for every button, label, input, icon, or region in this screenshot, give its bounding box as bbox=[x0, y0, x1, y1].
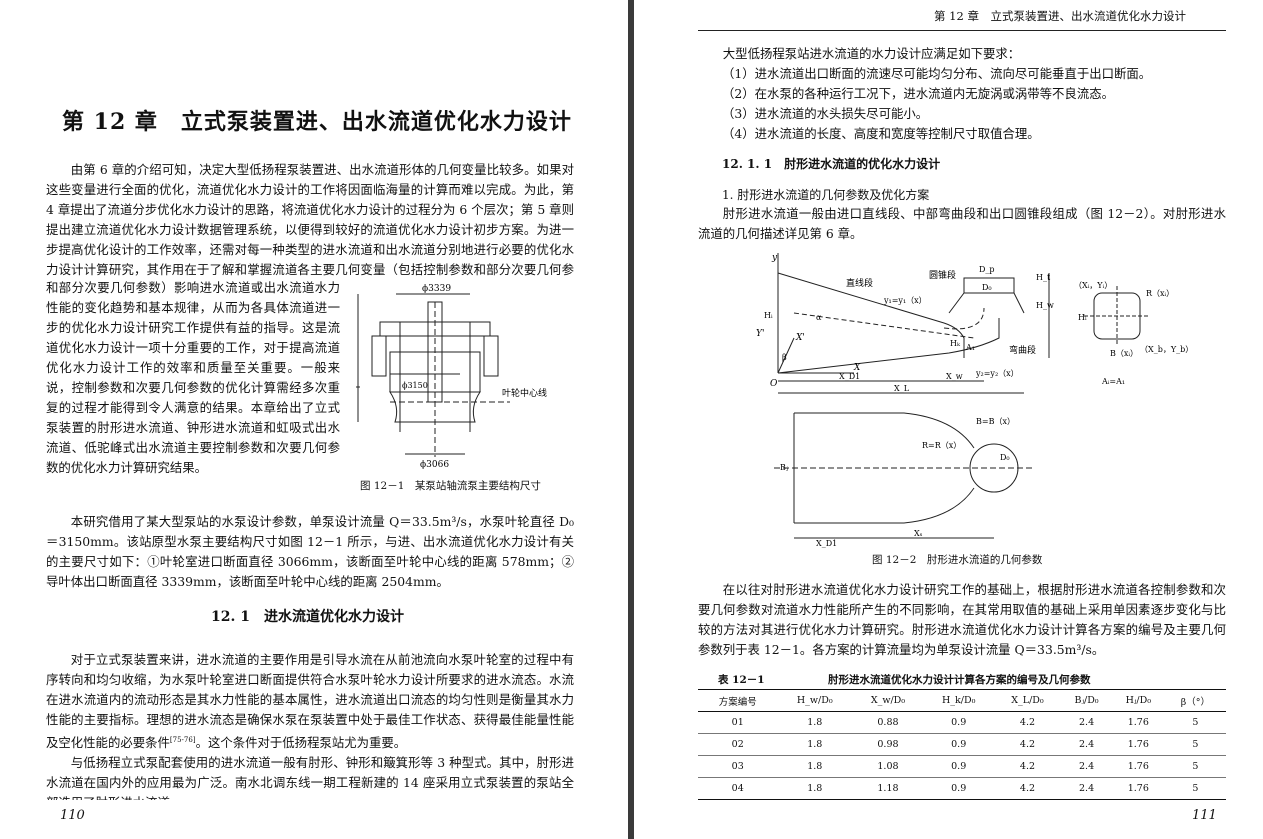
page-number-right: 111 bbox=[1192, 808, 1217, 823]
figure-12-2-elbow-inlet-drawing: y X Y' X' O 直线段 圆锥段 弯曲段 y₁=y₁（x） y₂=y₂（x… bbox=[756, 253, 1193, 548]
requirements-block: 大型低扬程泵站进水流道的水力设计应满足如下要求： （1）进水流道出口断面的流速尽… bbox=[698, 44, 1226, 144]
requirements-intro: 大型低扬程泵站进水流道的水力设计应满足如下要求： bbox=[722, 46, 1021, 61]
pump-paragraph: 本研究借用了某大型泵站的水泵设计参数，单泵设计流量 Q＝33.5m³/s，水泵叶… bbox=[46, 514, 574, 589]
svg-text:Hₖ: Hₖ bbox=[950, 339, 961, 348]
requirement-4: （4）进水流道的长度、高度和宽度等控制尺寸取值合理。 bbox=[722, 126, 1040, 141]
svg-text:y: y bbox=[771, 253, 778, 263]
analysis-paragraph: 在以往对肘形进水流道优化水力设计研究工作的基础上，根据肘形进水流道各控制参数和次… bbox=[698, 582, 1226, 657]
intro-wrap-block: 和部分次要几何参数）影响进水流道或出水流道水力性能的变化趋势和基本规律，从而为各… bbox=[46, 278, 340, 512]
col-header: H_k/D₀ bbox=[923, 689, 994, 712]
pump-paragraph-block: 本研究借用了某大型泵站的水泵设计参数，单泵设计流量 Q＝33.5m³/s，水泵叶… bbox=[46, 512, 574, 592]
svg-text:弯曲段: 弯曲段 bbox=[1009, 344, 1036, 356]
table-title: 肘形进水流道优化水力设计计算各方案的编号及几何参数 bbox=[828, 674, 1091, 686]
svg-text:B=B（x）: B=B（x） bbox=[976, 417, 1015, 426]
intro-paragraph: 由第 6 章的介绍可知，决定大型低扬程泵装置进、出水流道形体的几何变量比较多。如… bbox=[46, 162, 574, 277]
svg-text:Bⱼ: Bⱼ bbox=[780, 463, 788, 472]
svg-text:y₂=y₂（x）: y₂=y₂（x） bbox=[975, 369, 1019, 378]
svg-text:H_t: H_t bbox=[1036, 273, 1051, 282]
table-label: 表 12－1 bbox=[718, 674, 765, 686]
svg-text:D_p: D_p bbox=[979, 265, 995, 274]
table-row: 04 1.8 1.18 0.9 4.2 2.4 1.76 5 bbox=[698, 777, 1226, 800]
section-para-1: 对于立式泵装置来讲，进水流道的主要作用是引导水流在从前池流向水泵叶轮室的过程中有… bbox=[46, 652, 574, 751]
col-header: X_w/D₀ bbox=[852, 689, 924, 712]
plan-bottom-contour bbox=[794, 487, 975, 524]
svg-text:y₁=y₁（x）: y₁=y₁（x） bbox=[883, 296, 927, 305]
svg-text:α: α bbox=[816, 313, 822, 322]
intro-paragraph-continued: 和部分次要几何参数）影响进水流道或出水流道水力性能的变化趋势和基本规律，从而为各… bbox=[46, 280, 340, 475]
fig1-centerline-label: 叶轮中心线 bbox=[502, 387, 547, 399]
inlet-bottom-contour bbox=[777, 318, 1000, 374]
intro-top-block: 由第 6 章的介绍可知，决定大型低扬程泵装置进、出水流道形体的几何变量比较多。如… bbox=[46, 160, 574, 278]
svg-text:圆锥段: 圆锥段 bbox=[929, 269, 956, 281]
sub-paragraph: 肘形进水流道一般由进口直线段、中部弯曲段和出口圆锥段组成（图 12－2）。对肘形… bbox=[698, 206, 1226, 241]
svg-text:Hᵢ: Hᵢ bbox=[1078, 313, 1087, 322]
table-12-1: 方案编号 H_w/D₀ X_w/D₀ H_k/D₀ X_L/D₀ Bⱼ/D₀ H… bbox=[698, 689, 1226, 800]
section-body: 对于立式泵装置来讲，进水流道的主要作用是引导水流在从前池流向水泵叶轮室的过程中有… bbox=[46, 650, 574, 800]
col-header: β（°） bbox=[1164, 689, 1226, 712]
running-head: 第 12 章 立式泵装置进、出水流道优化水力设计 bbox=[934, 9, 1186, 23]
fig2-caption: 图 12－2 肘形进水流道的几何参数 bbox=[872, 554, 1043, 566]
fig1-top-dim: ϕ3339 bbox=[422, 284, 451, 294]
col-header: 方案编号 bbox=[698, 689, 778, 712]
svg-text:X_D1: X_D1 bbox=[839, 372, 860, 381]
svg-text:H_w: H_w bbox=[1036, 301, 1054, 310]
col-header: X_L/D₀ bbox=[993, 689, 1062, 712]
svg-text:Xₛ: Xₛ bbox=[914, 529, 923, 538]
chapter-title: 第 12 章 立式泵装置进、出水流道优化水力设计 bbox=[62, 109, 572, 135]
svg-text:Hᵢ: Hᵢ bbox=[764, 311, 773, 320]
fig1-caption: 图 12－1 某泵站轴流泵主要结构尺寸 bbox=[360, 480, 541, 492]
svg-text:D₀: D₀ bbox=[982, 283, 992, 292]
table-row: 02 1.8 0.98 0.9 4.2 2.4 1.76 5 bbox=[698, 733, 1226, 756]
requirement-3: （3）进水流道的水头损失尽可能小。 bbox=[722, 106, 929, 121]
book-gutter bbox=[628, 0, 634, 839]
svg-text:X_w: X_w bbox=[946, 372, 963, 381]
svg-text:X': X' bbox=[795, 333, 805, 343]
svg-text:Y': Y' bbox=[756, 329, 764, 339]
page-number-left: 110 bbox=[60, 808, 85, 823]
svg-text:Aᵢ=A₁: Aᵢ=A₁ bbox=[1101, 377, 1125, 386]
right-page: 第 12 章 立式泵装置进、出水流道优化水力设计 大型低扬程泵站进水流道的水力设… bbox=[634, 0, 1263, 839]
svg-text:直线段: 直线段 bbox=[846, 277, 873, 289]
svg-text:R（xᵢ）: R（xᵢ） bbox=[1146, 289, 1174, 298]
left-page: 第 12 章 立式泵装置进、出水流道优化水力设计 由第 6 章的介绍可知，决定大… bbox=[0, 0, 628, 839]
subsection-title: 12. 1. 1 肘形进水流道的优化水力设计 bbox=[722, 157, 941, 171]
col-header: Bⱼ/D₀ bbox=[1061, 689, 1112, 712]
header-rule bbox=[698, 30, 1226, 31]
table-header-row: 方案编号 H_w/D₀ X_w/D₀ H_k/D₀ X_L/D₀ Bⱼ/D₀ H… bbox=[698, 689, 1226, 712]
requirement-1: （1）进水流道出口断面的流速尽可能均匀分布、流向尽可能垂直于出口断面。 bbox=[722, 66, 1152, 81]
svg-text:A₁: A₁ bbox=[965, 343, 975, 352]
svg-text:X: X bbox=[853, 363, 861, 373]
svg-text:D₀: D₀ bbox=[1000, 453, 1010, 462]
svg-text:B（xᵢ）: B（xᵢ） bbox=[1110, 349, 1138, 358]
svg-text:（X_b，Y_b）: （X_b，Y_b） bbox=[1140, 345, 1193, 354]
col-header: H_w/D₀ bbox=[777, 689, 853, 712]
fig1-bottom-dim: ϕ3066 bbox=[420, 460, 449, 470]
svg-text:（Xᵢ，Yᵢ）: （Xᵢ，Yᵢ） bbox=[1074, 281, 1112, 290]
svg-text:β: β bbox=[782, 353, 787, 362]
sub-paragraph-block: 肘形进水流道一般由进口直线段、中部弯曲段和出口圆锥段组成（图 12－2）。对肘形… bbox=[698, 204, 1226, 244]
requirement-2: （2）在水泵的各种运行工况下，进水流道内无旋涡或涡带等不良流态。 bbox=[722, 86, 1114, 101]
col-header: Hⱼ/D₀ bbox=[1111, 689, 1165, 712]
analysis-block: 在以往对肘形进水流道优化水力设计研究工作的基础上，根据肘形进水流道各控制参数和次… bbox=[698, 580, 1226, 660]
figure-12-1-pump-drawing: ϕ3339 ϕ3066 ϕ3150 叶轮中心线 2504 578 bbox=[356, 284, 547, 470]
plan-top-contour bbox=[794, 412, 975, 449]
fig1-mid-dim: ϕ3150 bbox=[402, 381, 428, 390]
table-row: 01 1.8 0.88 0.9 4.2 2.4 1.76 5 bbox=[698, 711, 1226, 734]
svg-text:R=R（x）: R=R（x） bbox=[922, 441, 961, 450]
svg-text:O: O bbox=[770, 379, 778, 389]
section-para-2: 与低扬程立式泵配套使用的进水流道一般有肘形、钟形和簸箕形等 3 种型式。其中，肘… bbox=[46, 755, 574, 800]
svg-text:X_L: X_L bbox=[894, 384, 910, 393]
section-title: 12. 1 进水流道优化水力设计 bbox=[211, 609, 404, 625]
svg-text:X_D1: X_D1 bbox=[816, 539, 837, 548]
subsubsection-title: 1. 肘形进水流道的几何参数及优化方案 bbox=[722, 188, 930, 202]
table-row: 03 1.8 1.08 0.9 4.2 2.4 1.76 5 bbox=[698, 755, 1226, 778]
